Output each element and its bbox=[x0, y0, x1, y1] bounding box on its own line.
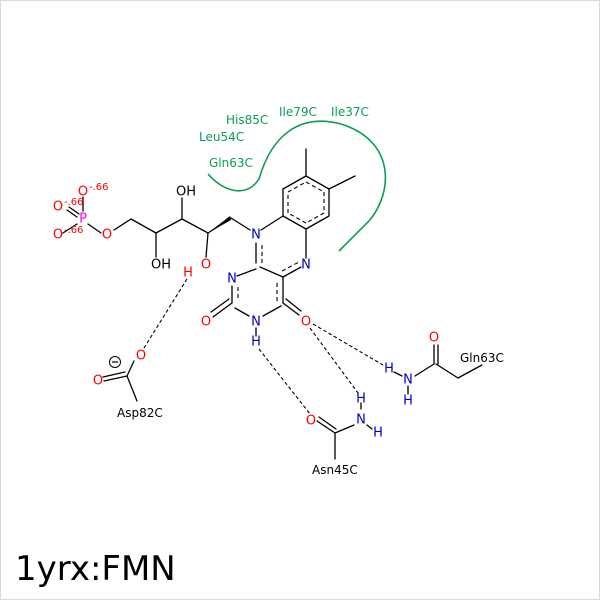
atom-asn-od1: O bbox=[306, 414, 316, 429]
atom-o-ester: O bbox=[102, 228, 112, 243]
hbond-n3h-asn45 bbox=[258, 348, 311, 415]
atom-o-ribityl: O bbox=[201, 258, 211, 273]
pyrimidine-ring bbox=[210, 268, 302, 337]
atom-gln-oe1: O bbox=[429, 331, 439, 346]
ribityl-chain bbox=[113, 197, 251, 258]
hydrogen-bonds bbox=[143, 278, 384, 415]
atom-n10: N bbox=[251, 228, 261, 243]
charge-op1: -.66 bbox=[89, 182, 109, 193]
residue-label-asn45: Asn45C bbox=[312, 463, 358, 477]
atom-asn-h1: H bbox=[356, 392, 366, 407]
residue-label-gln63: Gln63C bbox=[460, 351, 504, 365]
atom-asn-nd2: N bbox=[356, 413, 366, 428]
atom-p: P bbox=[79, 212, 87, 227]
ligand-atom-labels: N N N N H O O H O OH OH O P O O O -.66 -… bbox=[53, 182, 311, 350]
hydrophobic-label-leu54: Leu54C bbox=[199, 130, 244, 144]
atom-op3: O bbox=[53, 228, 63, 243]
atom-asp-od1: O bbox=[136, 349, 146, 364]
hbond-o4-gln63 bbox=[312, 323, 384, 366]
atom-asp-od2: O bbox=[93, 374, 103, 389]
atom-op2: O bbox=[53, 200, 63, 215]
pyrazine-ring bbox=[255, 215, 307, 278]
residue-gln63: O N H H Gln63C bbox=[384, 331, 504, 409]
atom-n3: N bbox=[251, 315, 261, 330]
atom-asn-h2: H bbox=[373, 426, 383, 441]
atom-oh-top: OH bbox=[176, 185, 196, 200]
hydrophobic-label-ile37: Ile37C bbox=[331, 105, 369, 119]
hbond-o4-asn45 bbox=[309, 327, 359, 394]
atom-o2: O bbox=[201, 315, 211, 330]
atom-oh-bottom: OH bbox=[151, 258, 171, 273]
charge-op2: -.66 bbox=[64, 197, 84, 208]
benzene-ring bbox=[282, 148, 356, 230]
charge-op3: -.66 bbox=[64, 225, 84, 236]
atom-gln-h2: H bbox=[403, 394, 413, 409]
atom-gln-ne2: N bbox=[403, 373, 413, 388]
hydrophobic-label-ile79: Ile79C bbox=[279, 105, 317, 119]
hydrophobic-arc bbox=[207, 120, 387, 252]
atom-n5: N bbox=[301, 258, 311, 273]
hydrophobic-label-his85: His85C bbox=[226, 113, 268, 127]
residue-asp82: O O Asp82C bbox=[93, 349, 163, 421]
atom-o4: O bbox=[301, 315, 311, 330]
residue-asn45: O N H H Asn45C bbox=[306, 392, 383, 478]
atom-o-ribityl-h: H bbox=[183, 266, 193, 281]
atom-op1: O bbox=[78, 185, 88, 200]
residue-label-asp82: Asp82C bbox=[117, 406, 163, 420]
hydrophobic-label-gln63: Gln63C bbox=[209, 156, 253, 170]
ligand-title: 1yrx:FMN bbox=[15, 549, 176, 589]
hbond-ribityl-oh-asp82 bbox=[143, 278, 188, 349]
atom-gln-h1: H bbox=[384, 362, 394, 377]
atom-n3-h: H bbox=[251, 335, 261, 350]
phosphate-bonds bbox=[62, 196, 102, 234]
atom-n1: N bbox=[227, 272, 237, 287]
